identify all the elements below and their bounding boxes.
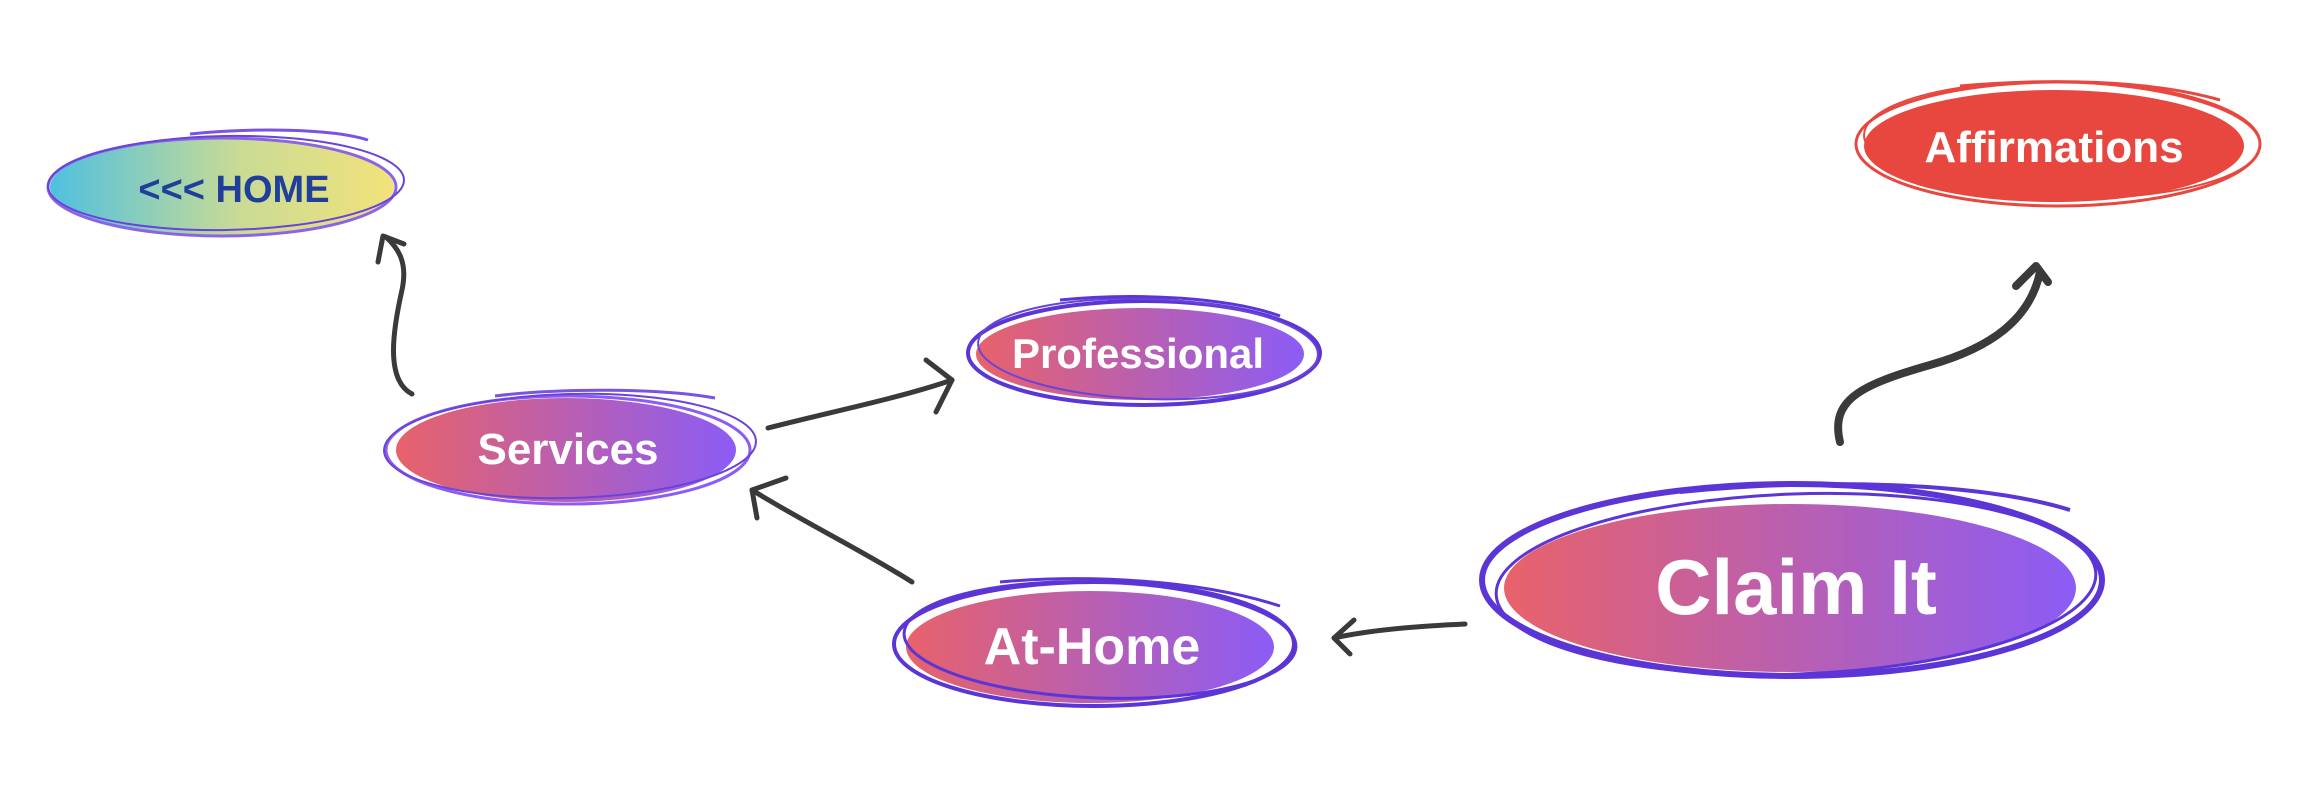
home-node[interactable]: <<< HOME bbox=[46, 128, 405, 238]
arrow-claim-it-to-at-home bbox=[1331, 617, 1468, 657]
claim-it-node[interactable]: Claim It bbox=[1479, 481, 2105, 685]
services-label: Services bbox=[477, 425, 658, 474]
arrow-services-to-professional bbox=[765, 357, 955, 431]
at-home-label: At-Home bbox=[984, 618, 1201, 676]
arrow-at-home-to-services bbox=[749, 475, 915, 585]
services-node[interactable]: Services bbox=[383, 388, 758, 506]
professional-node[interactable]: Professional bbox=[966, 293, 1322, 407]
arrow-claim-it-to-affirmations bbox=[1834, 262, 2052, 446]
arrow-services-to-home bbox=[375, 233, 415, 397]
claim-it-label: Claim It bbox=[1655, 543, 1937, 631]
at-home-node[interactable]: At-Home bbox=[892, 575, 1298, 708]
home-label: <<< HOME bbox=[138, 169, 329, 211]
professional-label: Professional bbox=[1012, 330, 1264, 377]
affirmations-label: Affirmations bbox=[1924, 123, 2183, 172]
affirmations-node[interactable]: Affirmations bbox=[1854, 77, 2262, 208]
